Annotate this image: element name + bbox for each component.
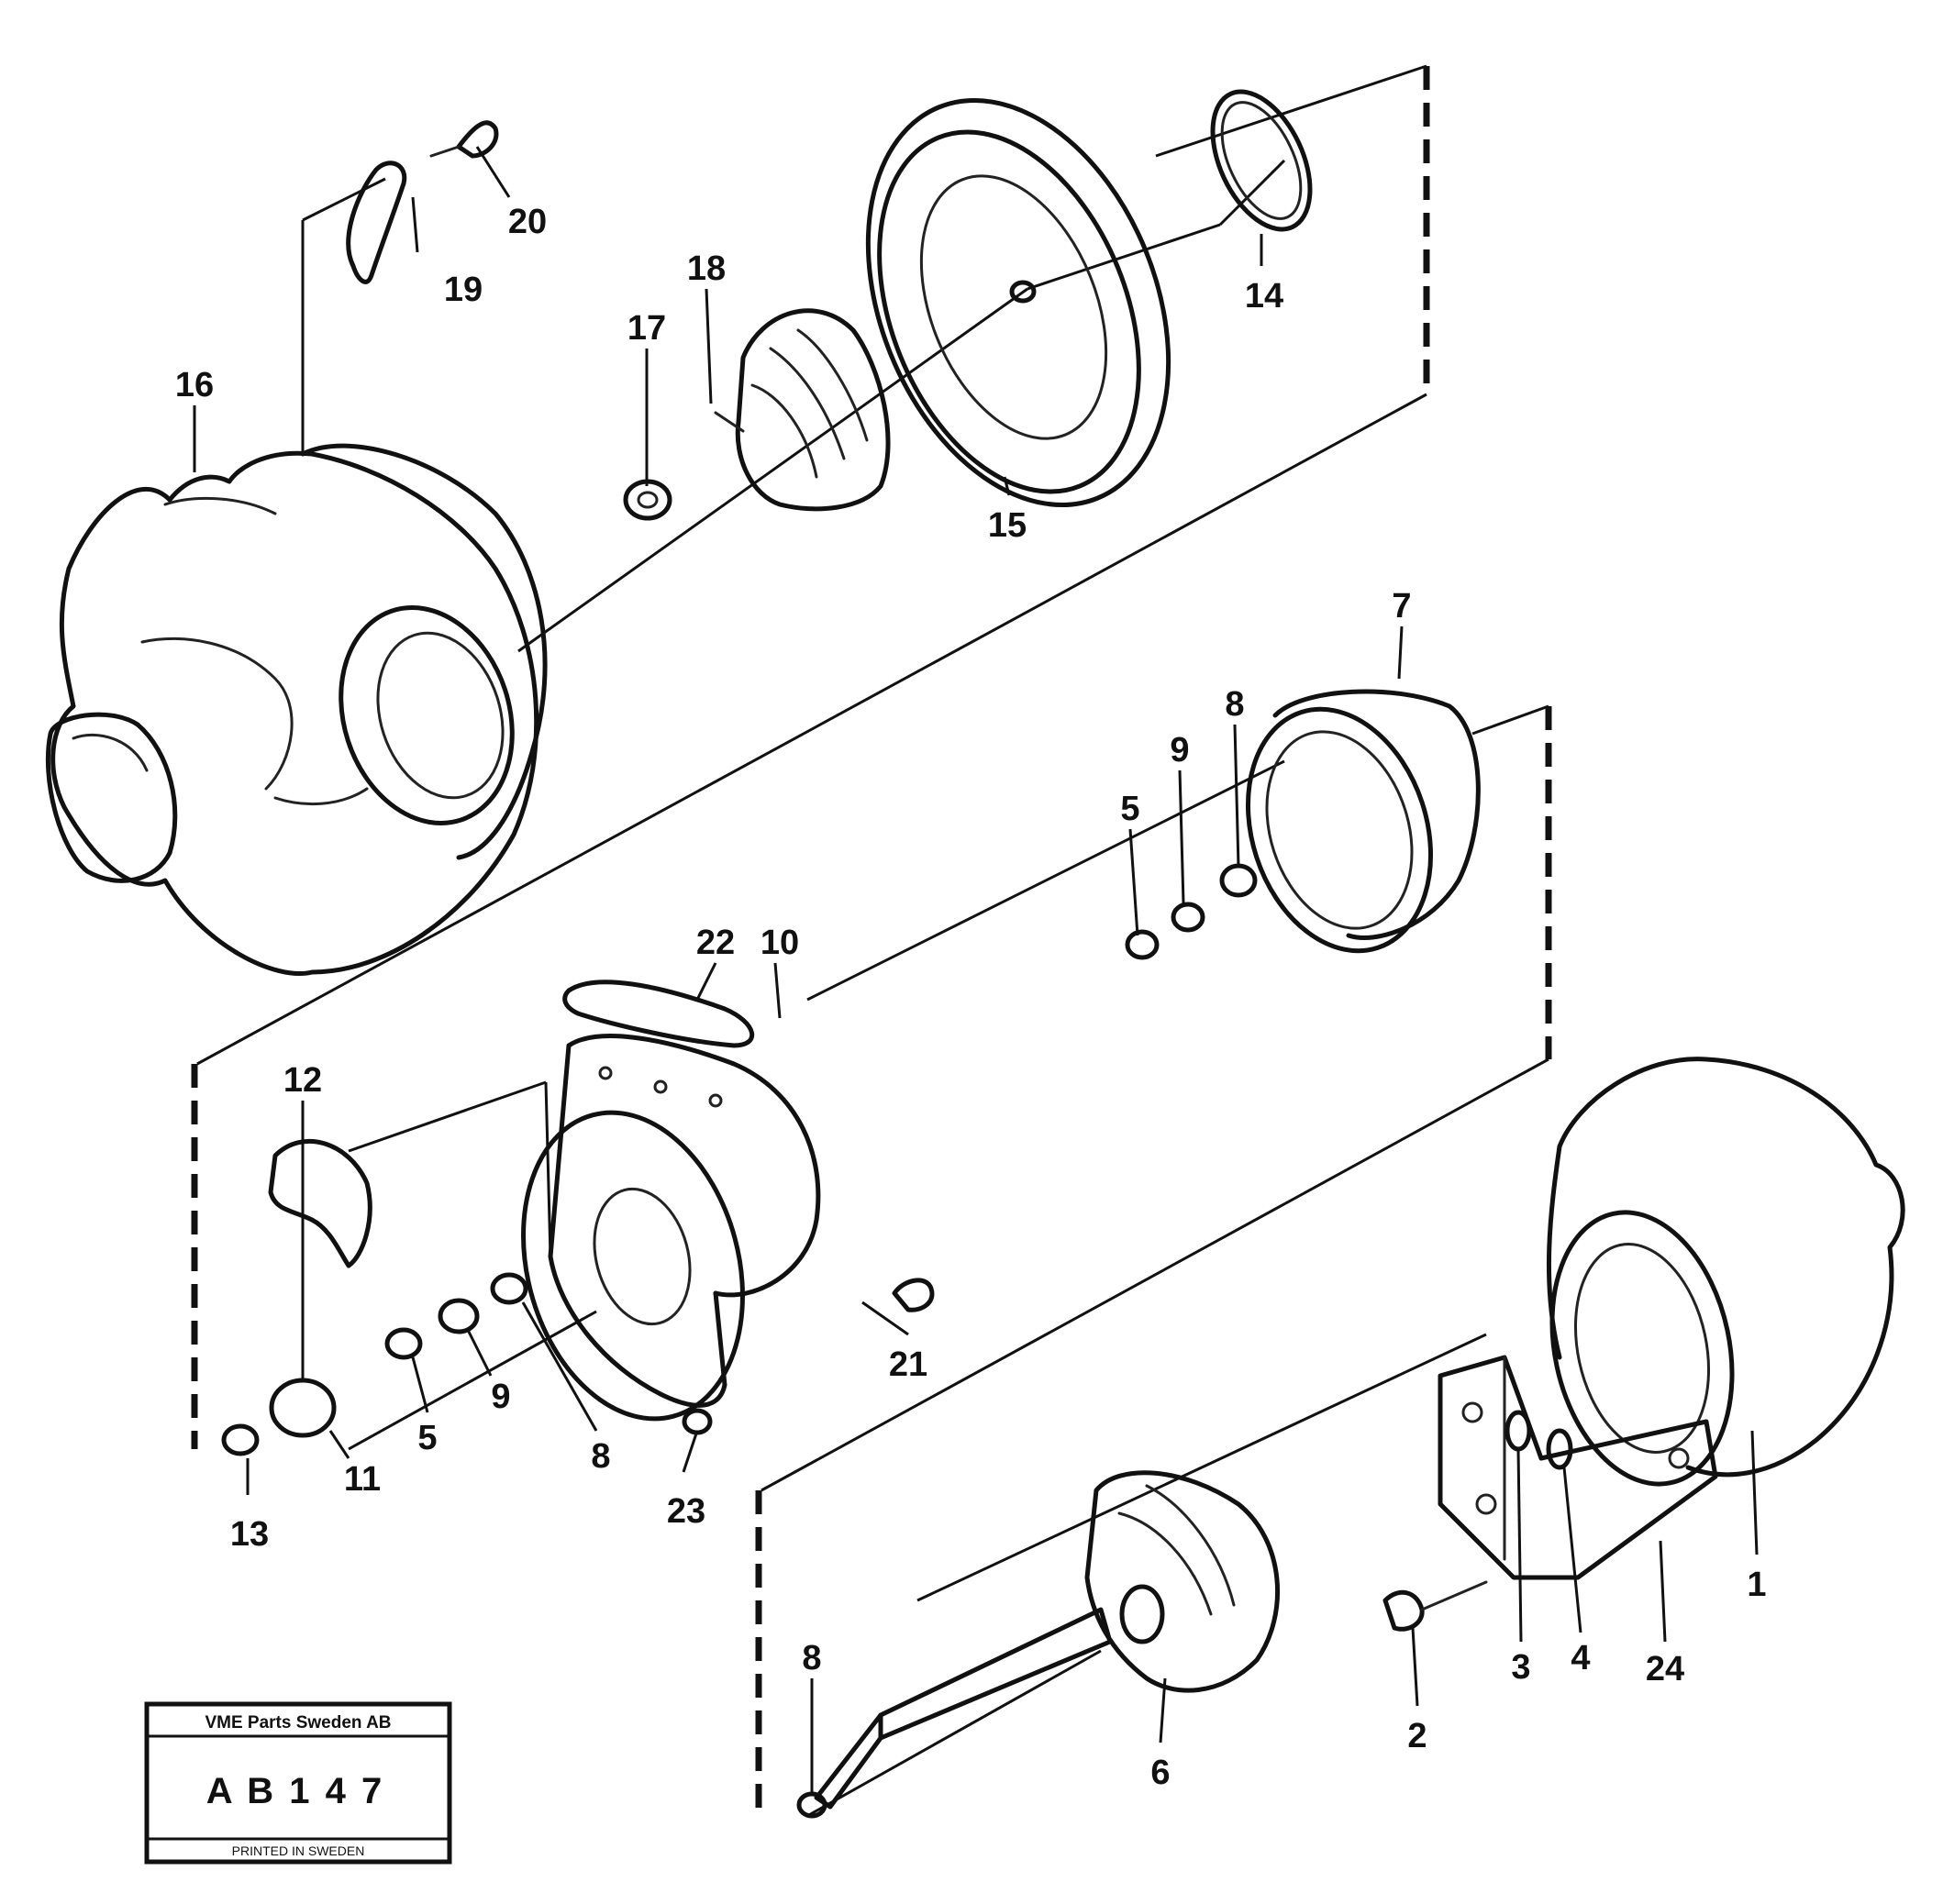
callout-13: 13 — [230, 1515, 269, 1554]
clip-part-12 — [268, 1138, 372, 1268]
callout-9-lower: 9 — [491, 1378, 510, 1416]
callout-8-upper: 8 — [1225, 685, 1244, 724]
plug-part-23 — [682, 1408, 713, 1435]
washer-part-3 — [1504, 1410, 1532, 1452]
clamp-part-19 — [346, 161, 407, 284]
callout-22: 22 — [696, 924, 735, 962]
callout-7: 7 — [1392, 587, 1411, 625]
gasket-part-22 — [562, 980, 755, 1048]
callout-11: 11 — [344, 1460, 381, 1499]
callout-16: 16 — [175, 366, 214, 404]
callout-4: 4 — [1571, 1639, 1590, 1677]
callout-10: 10 — [761, 924, 799, 962]
stamp-footer: PRINTED IN SWEDEN — [232, 1843, 365, 1858]
bracket-part-24 — [1438, 1355, 1718, 1580]
callout-6: 6 — [1150, 1754, 1170, 1792]
fitting-part-21 — [892, 1278, 935, 1312]
stamp-header: VME Parts Sweden AB — [205, 1713, 391, 1732]
assembly-boundaries — [191, 64, 1552, 1816]
turbine-wheel-part-18 — [714, 308, 891, 512]
compressor-cover-part-7 — [1245, 689, 1481, 954]
reference-stamp: VME Parts Sweden AB A B 1 4 7 PRINTED IN… — [144, 1701, 452, 1865]
nut-part-11 — [269, 1378, 337, 1438]
compressor-housing-part-1 — [1546, 1057, 1905, 1487]
callout-18: 18 — [687, 249, 726, 288]
callout-2: 2 — [1407, 1717, 1427, 1755]
leader-lines — [193, 146, 1759, 1793]
bolt-part-2 — [1382, 1580, 1488, 1632]
callout-15: 15 — [988, 506, 1027, 545]
callout-8-bottom: 8 — [802, 1639, 821, 1677]
bolt-part-20 — [429, 120, 499, 159]
callout-23: 23 — [667, 1492, 705, 1531]
assembly-axes — [301, 159, 1487, 1818]
nut-part-5-upper — [1125, 929, 1160, 960]
o-ring-part-14 — [1210, 89, 1313, 232]
callout-5-upper: 5 — [1120, 790, 1139, 828]
washer-part-4 — [1546, 1428, 1573, 1470]
washer-part-5-lower — [384, 1327, 423, 1360]
callout-12: 12 — [283, 1061, 322, 1100]
turbine-housing-part-16 — [45, 443, 548, 976]
nut-part-13 — [221, 1423, 260, 1456]
callout-8-lower: 8 — [591, 1437, 610, 1476]
callout-9-upper: 9 — [1170, 731, 1189, 769]
callout-14: 14 — [1245, 277, 1283, 315]
washer-part-8-upper — [1219, 863, 1258, 898]
callout-1: 1 — [1747, 1566, 1766, 1604]
stamp-code: A B 1 4 7 — [206, 1771, 384, 1811]
callout-17: 17 — [627, 309, 666, 348]
callout-20: 20 — [508, 203, 547, 241]
washer-part-8-lower — [490, 1272, 528, 1305]
callout-24: 24 — [1646, 1650, 1684, 1688]
callout-5-lower: 5 — [417, 1419, 437, 1457]
nut-part-17 — [623, 479, 672, 521]
callout-3: 3 — [1511, 1648, 1530, 1687]
heat-shield-part-15 — [865, 97, 1171, 508]
bearing-housing-part-10 — [521, 1034, 821, 1422]
callout-labels: 16 17 18 15 14 19 20 7 8 9 5 22 10 12 21… — [175, 203, 1767, 1792]
washer-part-9-lower — [438, 1298, 480, 1334]
rotor-shaft-part-6 — [814, 1470, 1280, 1810]
callout-21: 21 — [889, 1345, 927, 1384]
washer-part-9-upper — [1171, 902, 1205, 933]
nut-part-8-bottom — [796, 1791, 827, 1819]
stamp-frame — [144, 1701, 452, 1865]
callout-19: 19 — [444, 271, 483, 309]
